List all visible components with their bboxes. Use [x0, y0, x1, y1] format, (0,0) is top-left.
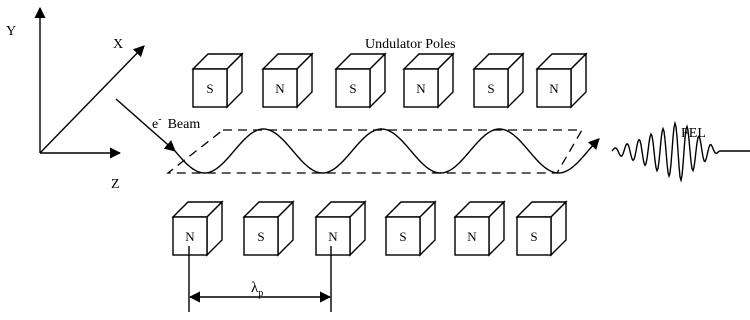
x-axis-label: X — [113, 37, 123, 52]
electron-beam-label: e-Beam — [115, 98, 200, 152]
z-axis-label: Z — [111, 177, 120, 192]
bottom-pole-block: S — [242, 200, 295, 257]
coordinate-axes: Y X Z — [6, 6, 145, 192]
beam-arrow — [115, 98, 176, 152]
beam-label-superscript: - — [158, 114, 161, 125]
pole-front-face — [172, 216, 208, 256]
pole-label: N — [275, 81, 285, 96]
pole-label: N — [185, 229, 195, 244]
bottom-pole-block: N — [453, 200, 506, 257]
top-pole-block: S — [472, 52, 525, 109]
pole-label: N — [328, 229, 338, 244]
top-pole-block: N — [535, 52, 588, 109]
fel-output-wave — [611, 120, 750, 183]
pole-label: N — [549, 81, 559, 96]
svg-text:e-Beam: e-Beam — [152, 114, 200, 132]
pole-label: S — [257, 229, 264, 244]
diagram-title: Undulator Poles — [365, 37, 456, 52]
bottom-pole-block: S — [515, 200, 568, 257]
beam-label-e: e — [152, 117, 158, 132]
y-axis-label: Y — [6, 24, 16, 39]
svg-text:λp: λp — [251, 280, 263, 299]
x-axis — [39, 45, 145, 154]
pole-front-face — [473, 68, 509, 108]
pole-label: N — [467, 229, 477, 244]
top-pole-block: S — [191, 52, 244, 109]
pole-front-face — [335, 68, 371, 108]
pole-front-face — [403, 68, 439, 108]
pole-label: S — [349, 81, 356, 96]
pole-front-face — [243, 216, 279, 256]
bottom-pole-block: S — [384, 200, 437, 257]
pole-front-face — [315, 216, 351, 256]
pole-front-face — [385, 216, 421, 256]
period-dimension: λp — [188, 246, 332, 312]
top-pole-block: N — [261, 52, 314, 109]
pole-label: S — [206, 81, 213, 96]
fel-label: FEL — [681, 126, 706, 141]
beam-plane — [166, 129, 584, 174]
top-pole-block: N — [402, 52, 455, 109]
period-symbol: λ — [251, 280, 259, 296]
pole-front-face — [536, 68, 572, 108]
period-subscript: p — [258, 288, 263, 299]
pole-label: S — [487, 81, 494, 96]
pole-front-face — [516, 216, 552, 256]
electron-trajectory — [174, 128, 600, 174]
pole-label: S — [399, 229, 406, 244]
bottom-pole-block: N — [171, 200, 224, 257]
pole-front-face — [262, 68, 298, 108]
top-pole-block: S — [334, 52, 387, 109]
pole-label: N — [416, 81, 426, 96]
pole-front-face — [192, 68, 228, 108]
bottom-pole-block: N — [314, 200, 367, 257]
beam-label-word: Beam — [168, 117, 201, 132]
pole-front-face — [454, 216, 490, 256]
pole-label: S — [530, 229, 537, 244]
